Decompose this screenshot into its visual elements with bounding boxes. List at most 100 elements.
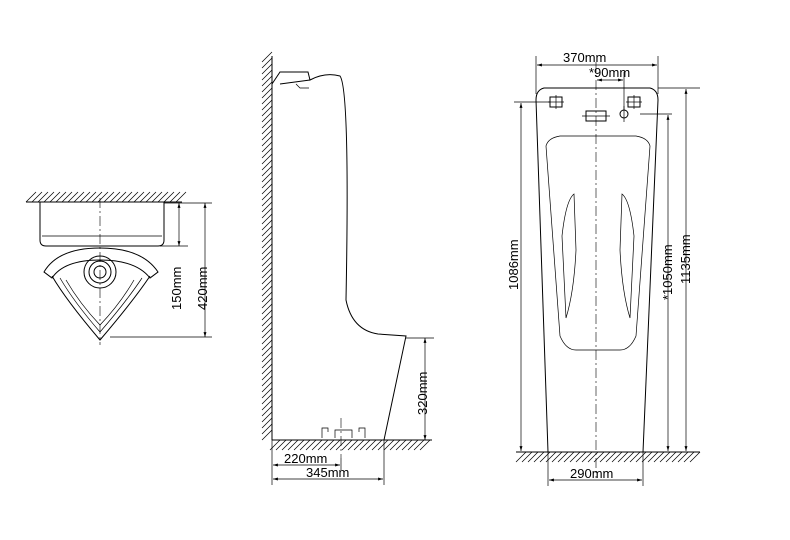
hatch-line (55, 191, 67, 203)
hatch-line (641, 451, 653, 463)
hatch-line (377, 439, 389, 451)
front-dim-290: 290mm (570, 466, 613, 481)
hatch-line (261, 369, 273, 381)
hatch-line (611, 451, 623, 463)
front-dim-370: 370mm (563, 50, 606, 65)
hatch-line (261, 267, 273, 279)
hatch-line (261, 381, 273, 393)
hatch-line (261, 237, 273, 249)
hatch-line (647, 451, 659, 463)
hatch-line (557, 451, 569, 463)
hatch-line (599, 451, 611, 463)
hatch-line (261, 429, 273, 441)
hatch-line (49, 191, 61, 203)
hatch-line (365, 439, 377, 451)
side-dim-345: 345mm (306, 465, 349, 480)
hatch-line (127, 191, 139, 203)
hatch-line (617, 451, 629, 463)
hatch-line (261, 87, 273, 99)
hatch-line (261, 51, 273, 63)
hatch-line (683, 451, 695, 463)
hatch-line (79, 191, 91, 203)
hatch-line (275, 439, 287, 451)
hatch-line (383, 439, 395, 451)
hatch-line (521, 451, 533, 463)
hatch-line (85, 191, 97, 203)
side-dimensions: 320mm 220mm 345mm (271, 337, 434, 485)
hatch-line (341, 439, 353, 451)
hatch-line (629, 451, 641, 463)
front-dim-90: *90mm (589, 65, 630, 80)
hatch-line (659, 451, 671, 463)
hatch-line (533, 451, 545, 463)
side-dim-320: 320mm (415, 372, 430, 415)
hatch-line (269, 439, 281, 451)
hatch-line (261, 183, 273, 195)
hatch-line (389, 439, 401, 451)
hatch-line (605, 451, 617, 463)
top-dim-420: 420mm (195, 267, 210, 310)
hatch-line (261, 273, 273, 285)
side-dim-220: 220mm (284, 451, 327, 466)
hatch-line (261, 339, 273, 351)
hatch-line (515, 451, 527, 463)
hatch-line (551, 451, 563, 463)
hatch-line (587, 451, 599, 463)
side-view: 320mm 220mm 345mm (261, 51, 434, 485)
hatch-line (261, 375, 273, 387)
hatch-line (261, 219, 273, 231)
hatch-line (115, 191, 127, 203)
hatch-line (623, 451, 635, 463)
hatch-line (261, 69, 273, 81)
hatch-line (261, 321, 273, 333)
hatch-line (395, 439, 407, 451)
hatch-line (689, 451, 701, 463)
hatch-line (37, 191, 49, 203)
hatch-line (97, 191, 109, 203)
hatch-line (163, 191, 175, 203)
hatch-line (25, 191, 37, 203)
front-dim-1050: *1050mm (660, 244, 675, 300)
hatch-line (261, 231, 273, 243)
hatch-line (261, 99, 273, 111)
hatch-line (91, 191, 103, 203)
hatch-line (407, 439, 419, 451)
top-dim-150: 150mm (169, 267, 184, 310)
hatch-line (413, 439, 425, 451)
hatch-line (311, 439, 323, 451)
hatch-line (261, 285, 273, 297)
hatch-line (261, 249, 273, 261)
hatch-line (121, 191, 133, 203)
hatch-line (261, 363, 273, 375)
hatch-line (133, 191, 145, 203)
hatch-line (261, 189, 273, 201)
hatch-line (261, 297, 273, 309)
hatch-line (261, 417, 273, 429)
hatch-line (665, 451, 677, 463)
side-floor-hatch (269, 439, 431, 451)
side-floor-drain-fitting (321, 427, 366, 438)
front-dimensions: 370mm *90mm 1086mm *1050mm 1135mm 290mm (506, 50, 700, 486)
hatch-line (261, 75, 273, 87)
hatch-line (61, 191, 73, 203)
hatch-line (261, 309, 273, 321)
top-view: 150mm 420mm (25, 191, 212, 345)
hatch-line (261, 201, 273, 213)
hatch-line (261, 135, 273, 147)
hatch-line (31, 191, 43, 203)
hatch-line (261, 195, 273, 207)
hatch-line (317, 439, 329, 451)
hatch-line (261, 423, 273, 435)
hatch-line (261, 225, 273, 237)
hatch-line (261, 405, 273, 417)
hatch-line (261, 117, 273, 129)
hatch-line (261, 315, 273, 327)
hatch-line (261, 57, 273, 69)
top-wall-hatch (25, 191, 187, 203)
hatch-line (261, 399, 273, 411)
hatch-line (261, 243, 273, 255)
hatch-line (575, 451, 587, 463)
hatch-line (527, 451, 539, 463)
hatch-line (151, 191, 163, 203)
